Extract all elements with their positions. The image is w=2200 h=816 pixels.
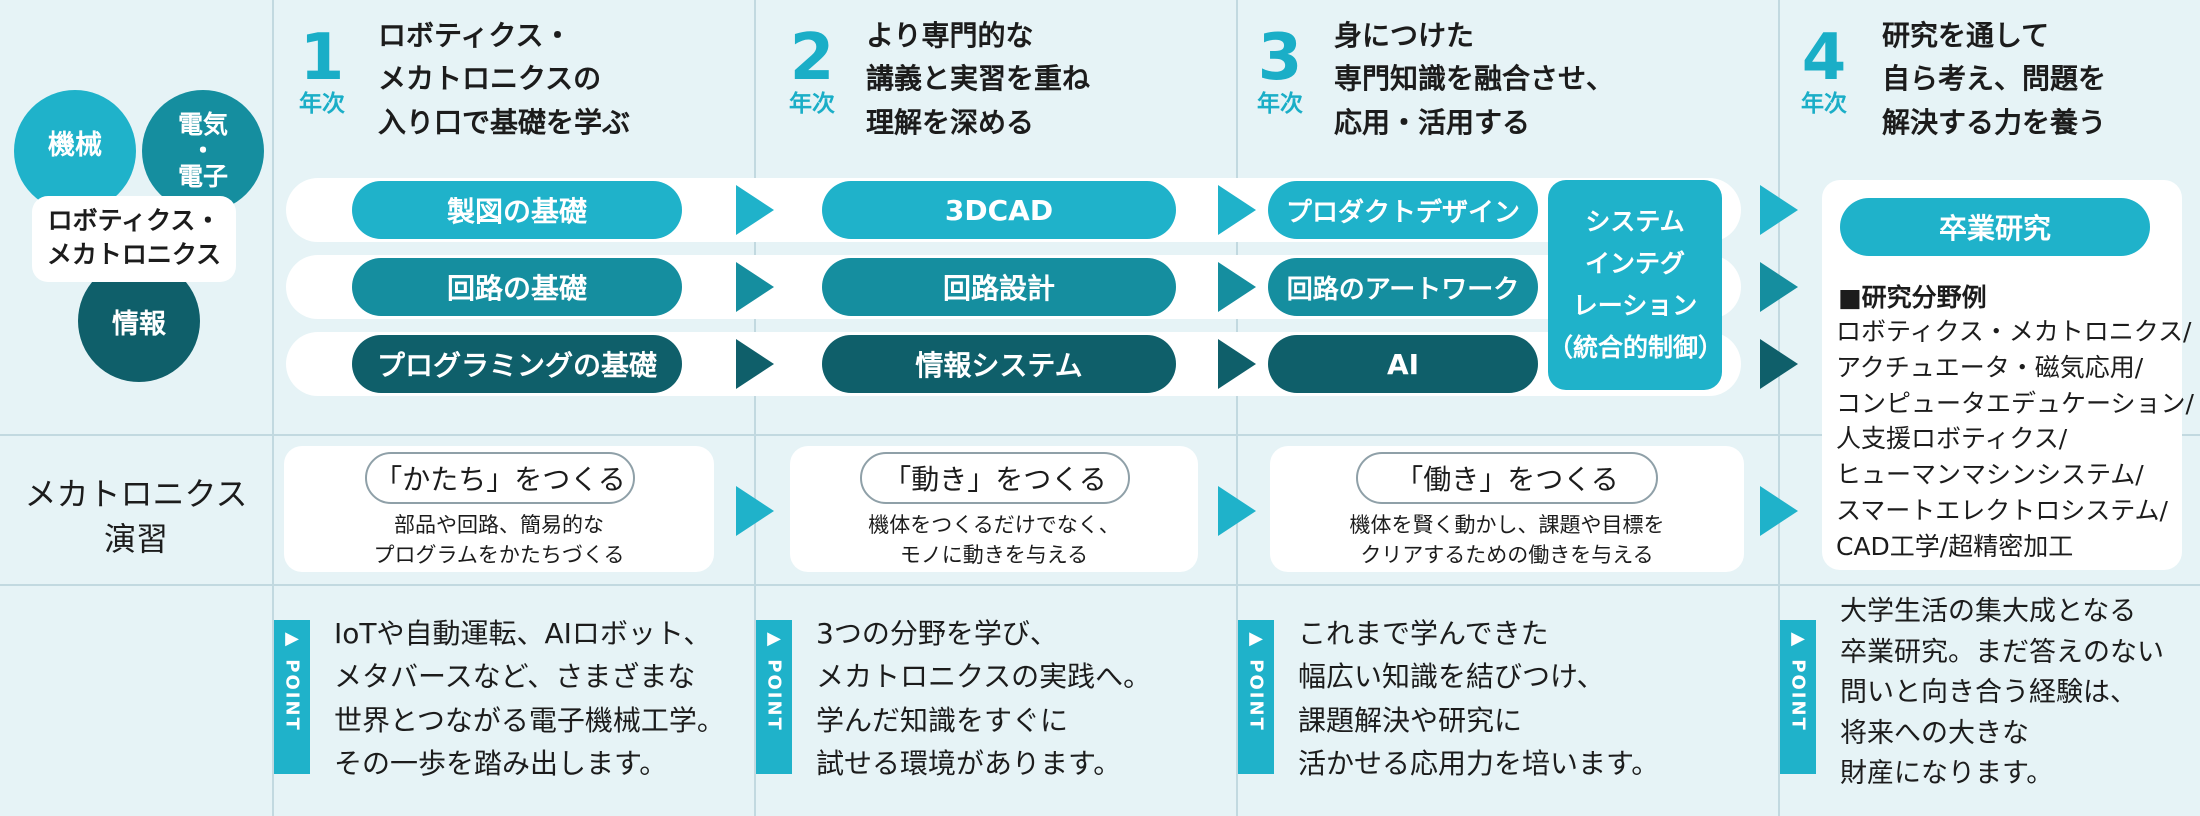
year4-number: 4 (1801, 21, 1847, 95)
year1-heading: ロボティクス・ メカトロニクスの 入り口で基礎を学ぶ (378, 19, 631, 139)
divider-h2 (0, 584, 2200, 586)
year4-heading: 研究を通して 自ら考え、問題を 解決する力を養う (1882, 19, 2107, 139)
arrow-right-icon (1218, 185, 1256, 235)
exercise-row-label: メカトロニクス 演習 (24, 475, 248, 559)
year3-number: 3 (1257, 21, 1303, 95)
divider-v4 (1778, 0, 1780, 816)
arrow-right-icon (736, 262, 774, 312)
year1-word: 年次 (299, 91, 345, 117)
year2-word: 年次 (789, 91, 835, 117)
point-badge: ▶ POINT (274, 620, 310, 774)
course-pill: 回路の基礎 (352, 258, 682, 316)
year2-heading: より専門的な 講義と実習を重ね 理解を深める (866, 19, 1091, 139)
arrow-right-icon (1760, 339, 1798, 389)
point-badge: ▶ POINT (756, 620, 792, 774)
divider-v1 (272, 0, 274, 816)
point-text: 3つの分野を学び、 メカトロニクスの実践へ。 学んだ知識をすぐに 試せる環境があ… (816, 617, 1152, 781)
arrow-right-icon (736, 486, 774, 536)
field-mech-label: 機械 (48, 130, 102, 162)
exercise-label: 「かたち」をつくる (365, 452, 635, 504)
arrow-right-icon (1760, 185, 1798, 235)
course-pill: 回路設計 (822, 258, 1176, 316)
arrow-right-icon (1218, 262, 1256, 312)
field-elec-label: 電気 ・ 電子 (177, 109, 228, 192)
year2-number: 2 (789, 21, 835, 95)
course-pill: 3DCAD (822, 181, 1176, 239)
point-text: IoTや自動運転、AIロボット、 メタバースなど、さまざまな 世界とつながる電子… (334, 617, 725, 781)
course-pill: 回路のアートワーク (1268, 258, 1538, 316)
arrow-right-icon (736, 339, 774, 389)
year1-number: 1 (299, 21, 345, 95)
divider-h1 (0, 434, 2200, 436)
system-integration-box: システム インテグ レーション （統合的制御） (1548, 180, 1724, 390)
year4-word: 年次 (1801, 91, 1847, 117)
point-text: 大学生活の集大成となる 卒業研究。まだ答えのない 問いと向き合う経験は、 将来へ… (1840, 596, 2164, 789)
robotics-tag-label: ロボティクス・ メカトロニクス (46, 206, 222, 269)
arrow-right-icon (1218, 486, 1256, 536)
course-pill: プログラミングの基礎 (352, 335, 682, 393)
divider-v2 (754, 0, 756, 816)
field-elec-circle: 電気 ・ 電子 (142, 90, 264, 212)
arrow-right-icon (1760, 486, 1798, 536)
exercise-desc: 機体をつくるだけでなく、 モノに動きを与える (868, 513, 1120, 568)
course-pill: 製図の基礎 (352, 181, 682, 239)
course-pill: プロダクトデザイン (1268, 181, 1538, 239)
point-badge: ▶ POINT (1780, 620, 1816, 774)
field-info-label: 情報 (112, 309, 166, 341)
year3-heading: 身につけた 専門知識を融合させ、 応用・活用する (1334, 19, 1615, 139)
exercise-label: 「働き」をつくる (1356, 452, 1658, 504)
point-badge: ▶ POINT (1238, 620, 1274, 774)
field-mech-circle: 機械 (14, 90, 136, 212)
exercise-label: 「動き」をつくる (860, 452, 1130, 504)
point-text: これまで学んできた 幅広い知識を結びつけ、 課題解決や研究に 活かせる応用力を培… (1298, 617, 1660, 781)
arrow-right-icon (1760, 262, 1798, 312)
course-pill: 情報システム (822, 335, 1176, 393)
research-fields: ロボティクス・メカトロニクス/ アクチュエータ・磁気応用/ コンピュータエデュケ… (1836, 317, 2194, 561)
research-title: ■研究分野例 (1838, 283, 1987, 312)
course-pill: AI (1268, 335, 1538, 393)
arrow-right-icon (1218, 339, 1256, 389)
robotics-tag: ロボティクス・ メカトロニクス (32, 196, 236, 282)
year3-word: 年次 (1257, 91, 1303, 117)
research-label: 卒業研究 (1840, 198, 2150, 256)
arrow-right-icon (736, 185, 774, 235)
divider-v3 (1236, 0, 1238, 816)
exercise-desc: 機体を賢く動かし、課題や目標を クリアするための働きを与える (1349, 513, 1665, 568)
system-integration-label: システム インテグ レーション （統合的制御） (1548, 207, 1724, 362)
exercise-desc: 部品や回路、簡易的な プログラムをかたちづくる (373, 513, 625, 568)
